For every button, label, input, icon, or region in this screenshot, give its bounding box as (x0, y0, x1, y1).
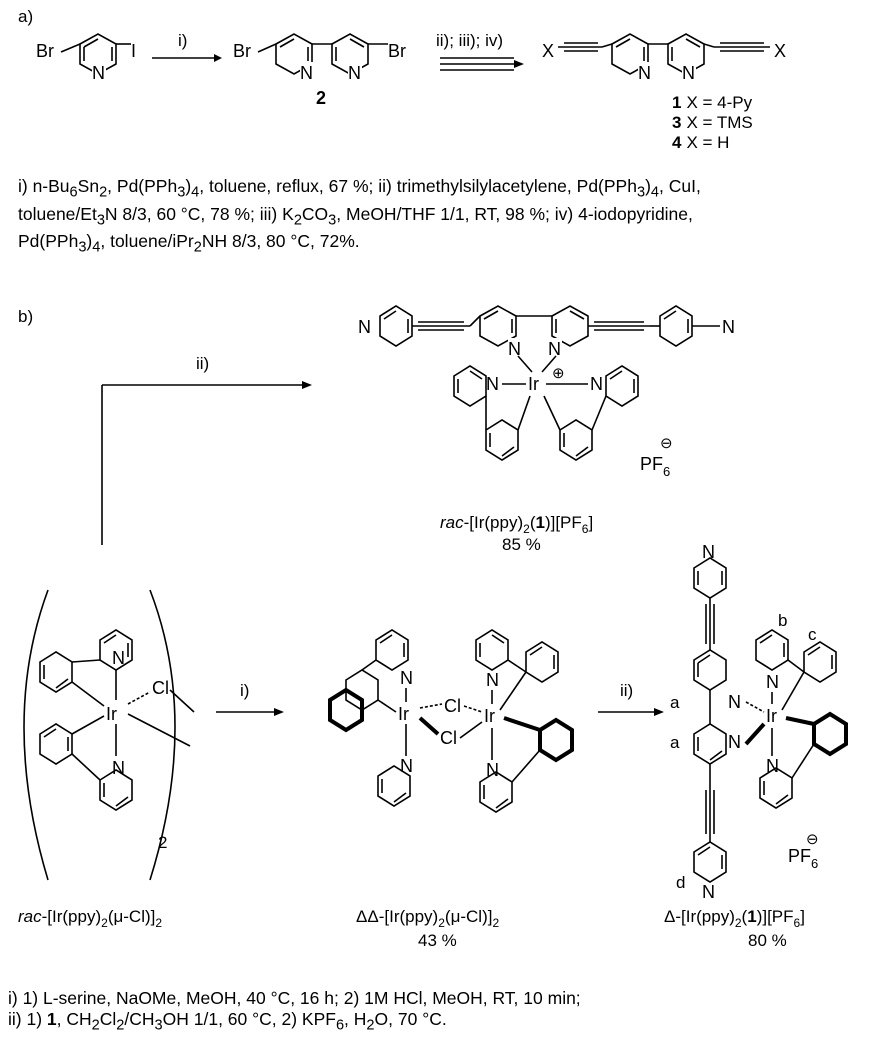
n-atom: N (508, 339, 521, 359)
i-atom: I (131, 41, 136, 61)
conditions-line: ii) 1) 1, CH2Cl2/CH3OH 1/1, 60 °C, 2) KP… (8, 1009, 447, 1034)
bipyridine-dialkyne-structure: X N N X (542, 33, 786, 83)
rac-product-name: rac-[Ir(ppy)2(1)][PF6] (440, 513, 593, 536)
n-atom: N (728, 692, 741, 712)
n-atom: N (722, 317, 735, 337)
ir-atom: Ir (106, 704, 117, 724)
br-atom: Br (388, 41, 406, 61)
delta-product-yield: 80 % (748, 931, 787, 950)
n-atom: N (300, 63, 313, 83)
rac-dimer-structure: 2 N Ir Cl N (23, 589, 195, 881)
dd-dimer-name: ΔΔ-[Ir(ppy)2(μ-Cl)]2 (356, 907, 499, 930)
rac-iridium-complex-structure: N N N N Ir ⊕ N (358, 305, 735, 479)
n-atom: N (590, 374, 603, 394)
part-b-conditions: i) 1) L-serine, NaOMe, MeOH, 40 °C, 16 h… (8, 988, 581, 1037)
part-a-label: a) (18, 7, 33, 26)
conditions-line: i) 1) L-serine, NaOMe, MeOH, 40 °C, 16 h… (8, 988, 581, 1008)
bromo-iodopyridine-structure: Br I N (36, 33, 136, 83)
cation-charge: ⊕ (552, 365, 565, 382)
n-atom: N (766, 672, 779, 692)
ir-atom: Ir (528, 374, 539, 394)
proton-label-d: d (676, 873, 685, 892)
conditions-line: i) n-Bu6Sn2, Pd(PPh3)4, toluene, reflux,… (18, 176, 701, 201)
n-atom: N (358, 317, 371, 337)
top-arrow-label: ii) (196, 354, 209, 373)
compound-2-number: 2 (316, 88, 326, 108)
arrow-i-label: i) (178, 31, 187, 50)
n-atom: N (486, 374, 499, 394)
dibromo-bipyridine-structure: Br N N Br 2 (233, 33, 406, 108)
n-atom: N (348, 63, 361, 83)
br-atom: Br (36, 41, 54, 61)
n-atom: N (548, 339, 561, 359)
n-atom: N (92, 63, 105, 83)
x-atom: X (542, 41, 554, 61)
proton-label-c: c (808, 625, 817, 644)
anion-charge: ⊖ (660, 435, 673, 452)
arrow-i-bottom-label: i) (240, 681, 249, 700)
conditions-line: toluene/Et3N 8/3, 60 °C, 78 %; iii) K2CO… (18, 203, 693, 229)
cl-atom: Cl (440, 728, 457, 748)
ir-atom: Ir (484, 706, 495, 726)
dimer-subscript: 2 (158, 833, 167, 852)
anion-charge: ⊖ (806, 831, 819, 848)
n-atom: N (702, 542, 715, 562)
part-a-conditions: i) n-Bu6Sn2, Pd(PPh3)4, toluene, reflux,… (18, 176, 701, 259)
ir-atom: Ir (398, 704, 409, 724)
n-atom: N (702, 882, 715, 902)
rac-dimer-name: rac-[Ir(ppy)2(μ-Cl)]2 (18, 907, 162, 930)
pf6-counterion: PF6 (640, 454, 670, 479)
pf6-counterion: PF6 (788, 846, 818, 871)
proton-label-a: a (670, 733, 680, 752)
delta-delta-dimer-structure: Ir N N Cl Cl Ir N (328, 629, 574, 813)
br-atom: Br (233, 41, 251, 61)
x-atom: X (774, 41, 786, 61)
arrow-multistep-label: ii); iii); iv) (436, 31, 503, 50)
n-atom: N (486, 760, 499, 780)
n-atom: N (638, 63, 651, 83)
n-atom: N (400, 668, 413, 688)
part-b-label: b) (18, 307, 33, 326)
conditions-line: Pd(PPh3)4, toluene/iPr2NH 8/3, 80 °C, 72… (18, 231, 360, 256)
proton-label-b: b (778, 611, 787, 630)
proton-label-a: a (670, 693, 680, 712)
cl-atom: Cl (152, 678, 169, 698)
n-atom: N (112, 648, 125, 668)
n-atom: N (682, 63, 695, 83)
n-atom: N (728, 732, 741, 752)
dd-dimer-yield: 43 % (418, 931, 457, 950)
cl-atom: Cl (444, 696, 461, 716)
delta-iridium-complex-structure: N N a N a N d Ir (670, 542, 848, 902)
n-atom: N (766, 756, 779, 776)
rac-product-yield: 85 % (502, 535, 541, 554)
delta-product-name: Δ-[Ir(ppy)2(1)][PF6] (664, 907, 805, 930)
ir-atom: Ir (766, 706, 777, 726)
n-atom: N (486, 670, 499, 690)
arrow-ii-bottom-label: ii) (620, 681, 633, 700)
